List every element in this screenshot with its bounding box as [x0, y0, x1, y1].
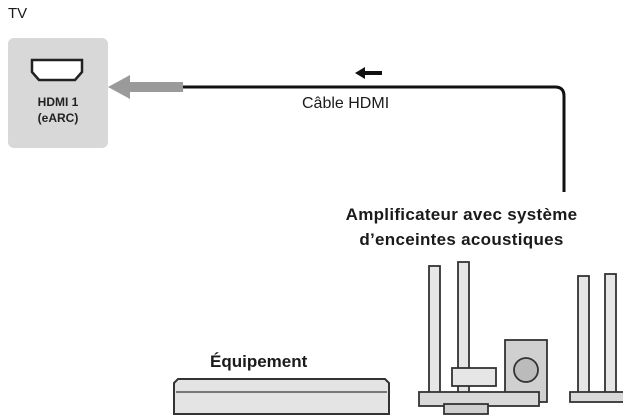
arrow-left-icon	[355, 67, 382, 79]
speaker-system-icon	[418, 261, 623, 415]
equipment-device-icon	[173, 378, 390, 415]
hdmi-cable	[183, 85, 566, 192]
amplifier-label-line1: Amplificateur avec système	[345, 205, 578, 224]
hdmi-port-label: HDMI 1 (eARC)	[8, 94, 108, 126]
hdmi-port-name: HDMI 1	[37, 95, 79, 109]
hdmi-port-icon	[30, 58, 84, 82]
hdmi-port-type: (eARC)	[37, 111, 79, 125]
amplifier-label: Amplificateur avec système d’enceintes a…	[300, 202, 623, 252]
equipment-label: Équipement	[210, 352, 308, 371]
amplifier-label-line2: d’enceintes acoustiques	[359, 230, 564, 249]
tv-label: TV	[8, 5, 28, 22]
tv-port-panel: HDMI 1 (eARC)	[8, 38, 108, 148]
cable-arrow-icon	[108, 75, 183, 99]
cable-label: Câble HDMI	[302, 95, 390, 112]
